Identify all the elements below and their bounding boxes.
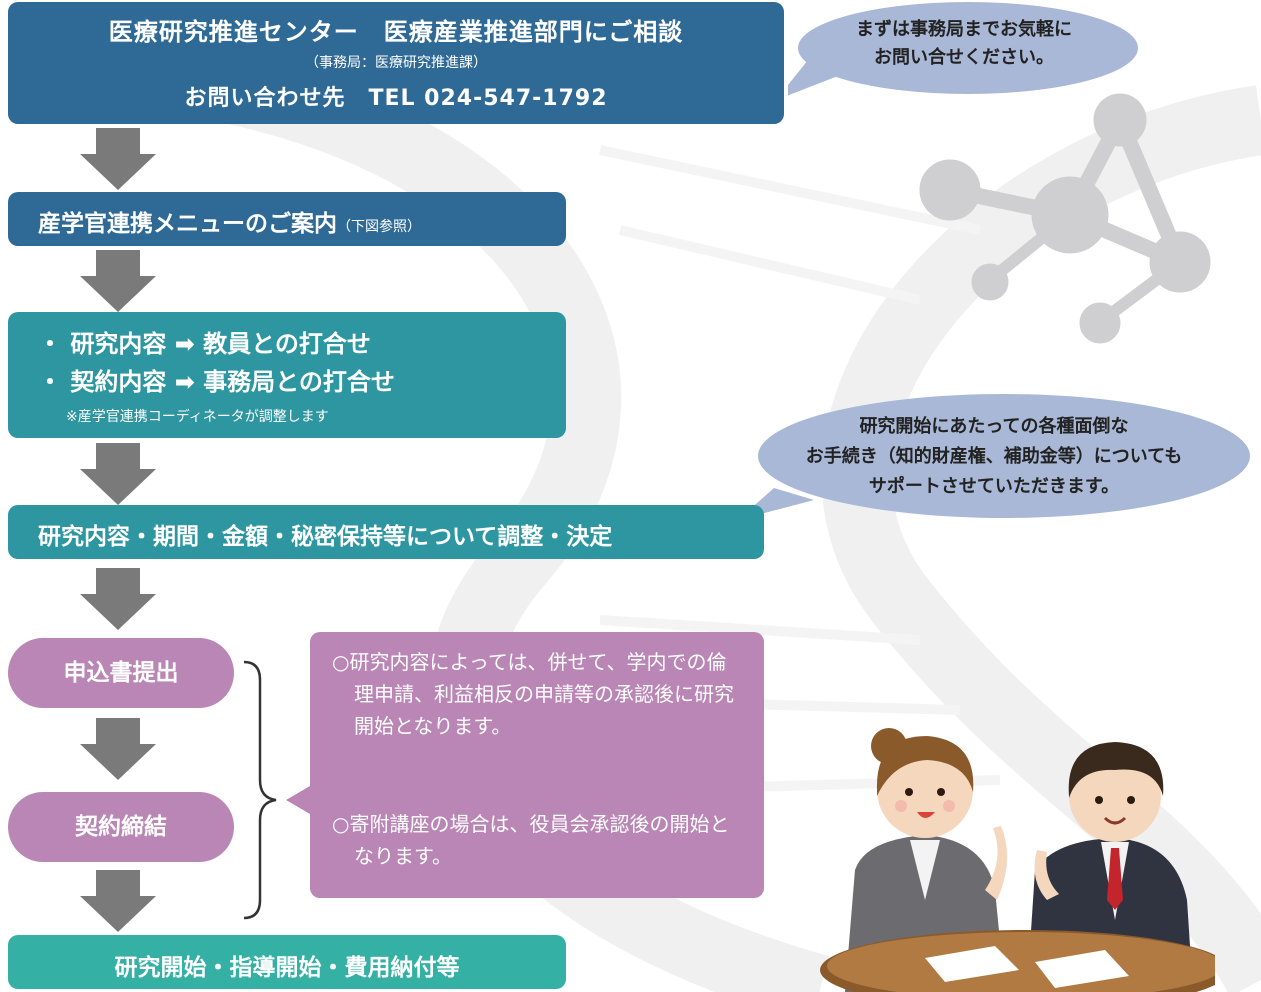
bubble-mid-line2: お手続き（知的財産権、補助金等）についても xyxy=(805,446,1183,467)
contact-box: 医療研究推進センター 医療産業推進部門にご相談 （事務局：医療研究推進課） お問… xyxy=(8,2,784,124)
table xyxy=(820,930,1215,992)
contact-office: （事務局：医療研究推進課） xyxy=(305,55,487,71)
bubble-mid-line1: 研究開始にあたっての各種面倒な xyxy=(859,416,1129,437)
speech-bubble-middle: 研究開始にあたっての各種面倒な お手続き（知的財産権、補助金等）についても サポ… xyxy=(734,392,1254,522)
decision-box: 研究内容・期間・金額・秘密保持等について調整・決定 xyxy=(8,505,764,559)
note-endowed-chair: ○寄附講座の場合は、役員会承認後の開始となります。 xyxy=(332,812,730,868)
contract-step: 契約締結 xyxy=(8,792,234,862)
brace-connector xyxy=(243,660,310,920)
menu-guide-box: 産学官連携メニューのご案内（下図参照） xyxy=(8,192,566,246)
meeting-box: ・ 研究内容 ➡ 教員との打合せ ・ 契約内容 ➡ 事務局との打合せ ※産学官連… xyxy=(8,312,566,438)
down-arrow-icon xyxy=(80,568,156,630)
down-arrow-icon xyxy=(80,250,156,312)
menu-guide-sub: （下図参照） xyxy=(337,219,421,235)
down-arrow-icon xyxy=(80,443,156,505)
molecule-icon xyxy=(919,93,1211,344)
contact-title: 医療研究推進センター 医療産業推進部門にご相談 xyxy=(108,18,684,46)
bubble-top-line1: まずは事務局までお気軽に xyxy=(856,19,1072,40)
menu-guide-title: 産学官連携メニューのご案内 xyxy=(38,211,337,237)
notes-box: ○研究内容によっては、併せて、学内での倫理申請、利益相反の申請等の承認後に研究開… xyxy=(310,632,764,898)
meeting-people-illustration xyxy=(820,728,1215,992)
down-arrow-icon xyxy=(80,718,156,780)
speech-bubble-top: まずは事務局までお気軽に お問い合せください。 xyxy=(788,0,1140,104)
down-arrow-icon xyxy=(80,870,156,932)
decision-title: 研究内容・期間・金額・秘密保持等について調整・決定 xyxy=(38,524,613,550)
meeting-note: ※産学官連携コーディネータが調整します xyxy=(66,409,329,425)
application-step: 申込書提出 xyxy=(8,638,234,708)
bubble-top-line2: お問い合せください。 xyxy=(874,47,1054,68)
down-arrow-icon xyxy=(80,128,156,190)
speech-bubble-shape xyxy=(788,2,1138,96)
note-ethics: ○研究内容によっては、併せて、学内での倫理申請、利益相反の申請等の承認後に研究開… xyxy=(332,650,734,738)
start-box: 研究開始・指導開始・費用納付等 xyxy=(8,935,566,989)
meeting-bullet-research: ・ 研究内容 ➡ 教員との打合せ xyxy=(38,330,371,358)
start-title: 研究開始・指導開始・費用納付等 xyxy=(114,955,460,981)
bubble-mid-line3: サポートさせていただきます。 xyxy=(868,476,1120,497)
contact-phone: お問い合わせ先 TEL 024-547-1792 xyxy=(184,86,608,111)
meeting-bullet-contract: ・ 契約内容 ➡ 事務局との打合せ xyxy=(38,368,395,396)
